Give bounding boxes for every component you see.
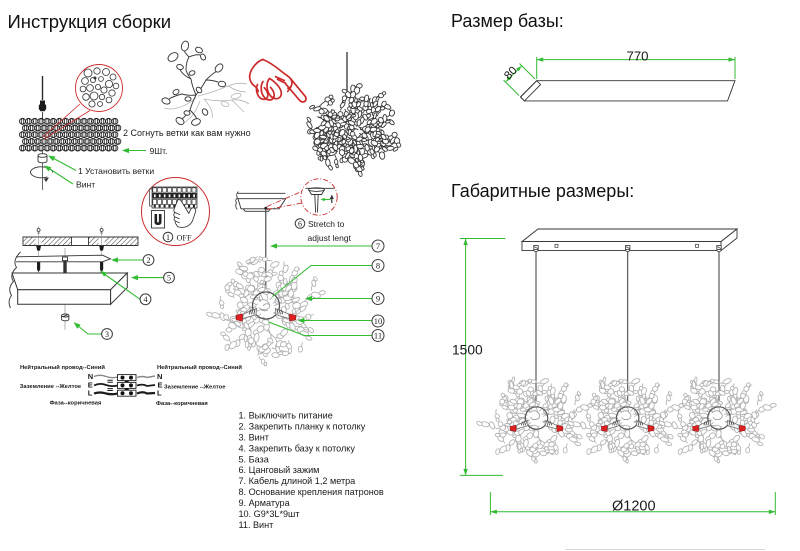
svg-text:6. Цанговый зажим: 6. Цанговый зажим	[239, 465, 320, 475]
svg-text:1: 1	[166, 233, 170, 242]
svg-text:2 Согнуть ветки как вам нужно: 2 Согнуть ветки как вам нужно	[123, 128, 251, 138]
svg-text:8: 8	[376, 261, 380, 271]
svg-text:Размер базы:: Размер базы:	[451, 11, 564, 31]
svg-text:Нейтральный провод--Синий: Нейтральный провод--Синий	[157, 364, 242, 371]
svg-text:Инструкция сборки: Инструкция сборки	[8, 11, 172, 32]
svg-text:1500: 1500	[452, 343, 483, 358]
svg-text:6: 6	[298, 219, 302, 228]
svg-text:10. G9*3L*9шт: 10. G9*3L*9шт	[239, 509, 301, 519]
svg-text:E: E	[88, 381, 93, 390]
svg-text:adjust lengt: adjust lengt	[308, 233, 352, 243]
svg-text:Фаза--коричневая: Фаза--коричневая	[156, 401, 208, 407]
svg-text:Stretch to: Stretch to	[308, 219, 345, 229]
svg-text:4: 4	[144, 295, 148, 304]
svg-text:10: 10	[374, 316, 383, 326]
svg-text:2. Закрепить планку к потолку: 2. Закрепить планку к потолку	[239, 421, 366, 431]
svg-text:Габаритные размеры:: Габаритные размеры:	[451, 181, 634, 201]
svg-text:Ø1200: Ø1200	[612, 499, 656, 515]
svg-text:1 Установить ветки: 1 Установить ветки	[78, 166, 154, 176]
svg-text:N: N	[88, 372, 93, 381]
svg-text:7: 7	[376, 241, 380, 251]
svg-text:3: 3	[105, 330, 109, 339]
svg-text:9. Арматура: 9. Арматура	[239, 498, 291, 508]
svg-text:1. Выключить питание: 1. Выключить питание	[239, 411, 333, 421]
svg-text:Заземление --Желтое: Заземление --Желтое	[20, 384, 82, 390]
svg-text:Винт: Винт	[76, 180, 95, 190]
svg-text:8. Основание крепления патроно: 8. Основание крепления патронов	[239, 487, 384, 497]
svg-text:9: 9	[376, 294, 380, 304]
svg-text:770: 770	[627, 49, 649, 64]
svg-text:9Шт.: 9Шт.	[150, 146, 168, 156]
svg-text:Заземление --Желтое: Заземление --Желтое	[164, 385, 226, 391]
svg-text:L: L	[88, 389, 93, 398]
svg-text:3. Винт: 3. Винт	[239, 432, 270, 442]
svg-text:11. Винт: 11. Винт	[239, 520, 275, 530]
svg-text:L: L	[157, 389, 162, 398]
svg-text:4. Закрепить базу к потолку: 4. Закрепить базу к потолку	[239, 443, 356, 453]
svg-text:E: E	[158, 381, 163, 390]
svg-text:11: 11	[374, 331, 382, 341]
svg-text:5: 5	[167, 273, 171, 282]
svg-text:N: N	[157, 372, 162, 381]
svg-text:Нейтральный провод--Синий: Нейтральный провод--Синий	[20, 364, 105, 371]
svg-text:OFF: OFF	[177, 234, 192, 243]
svg-text:2: 2	[147, 256, 151, 265]
svg-text:Фаза--коричневая: Фаза--коричневая	[50, 401, 102, 407]
svg-text:5. База: 5. База	[239, 454, 270, 464]
svg-text:7. Кабель длиной 1,2 метра: 7. Кабель длиной 1,2 метра	[239, 476, 357, 486]
